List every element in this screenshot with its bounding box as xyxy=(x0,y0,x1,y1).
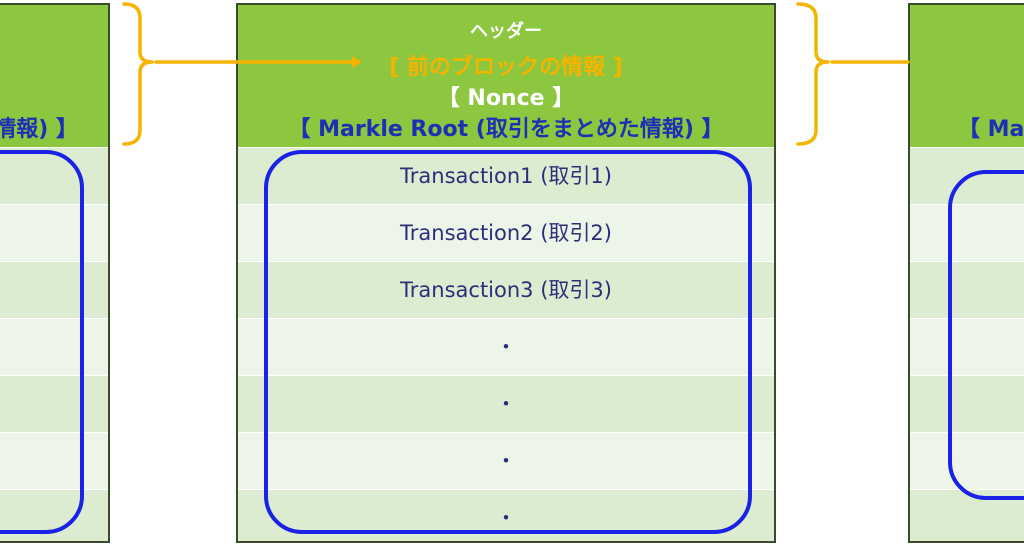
next-block: 【 Mar xyxy=(908,3,1024,543)
table-row xyxy=(0,375,108,432)
table-row xyxy=(0,261,108,318)
transaction-row: Transaction3 (取引3) xyxy=(238,261,774,318)
transaction-row: ・ xyxy=(238,375,774,432)
table-row xyxy=(910,147,1024,204)
previous-block-header: 情報) 】 xyxy=(0,5,108,147)
arrowhead-left-icon xyxy=(352,56,362,68)
table-row xyxy=(0,432,108,489)
table-row xyxy=(910,432,1024,489)
next-block-markle-root: 【 Mar xyxy=(958,117,1024,142)
brace-left xyxy=(122,2,154,146)
previous-block-info: [ 前のブロックの情報 ] xyxy=(389,55,623,80)
table-row xyxy=(910,375,1024,432)
previous-block: 情報) 】 xyxy=(0,3,110,543)
nonce-label: 【 Nonce 】 xyxy=(437,86,575,111)
table-row xyxy=(0,204,108,261)
markle-root-label: 【 Markle Root (取引をまとめた情報) 】 xyxy=(288,117,724,142)
transaction-list: Transaction1 (取引1) Transaction2 (取引2) Tr… xyxy=(238,147,774,541)
current-block: ヘッダー [ 前のブロックの情報 ] 【 Nonce 】 【 Markle Ro… xyxy=(236,3,776,543)
table-row xyxy=(910,204,1024,261)
current-block-header: ヘッダー [ 前のブロックの情報 ] 【 Nonce 】 【 Markle Ro… xyxy=(238,5,774,147)
transaction-row: ・ xyxy=(238,432,774,489)
table-row xyxy=(0,147,108,204)
previous-block-markle-root: 情報) 】 xyxy=(0,117,78,142)
next-block-rows xyxy=(910,147,1024,541)
next-block-header: 【 Mar xyxy=(910,5,1024,147)
previous-block-rows xyxy=(0,147,108,541)
header-title: ヘッダー xyxy=(470,21,542,42)
transaction-row: ・ xyxy=(238,318,774,375)
brace-right xyxy=(796,2,830,146)
table-row xyxy=(910,318,1024,375)
table-row xyxy=(910,261,1024,318)
table-row xyxy=(0,318,108,375)
transaction-row: Transaction1 (取引1) xyxy=(238,147,774,204)
transaction-row: Transaction2 (取引2) xyxy=(238,204,774,261)
